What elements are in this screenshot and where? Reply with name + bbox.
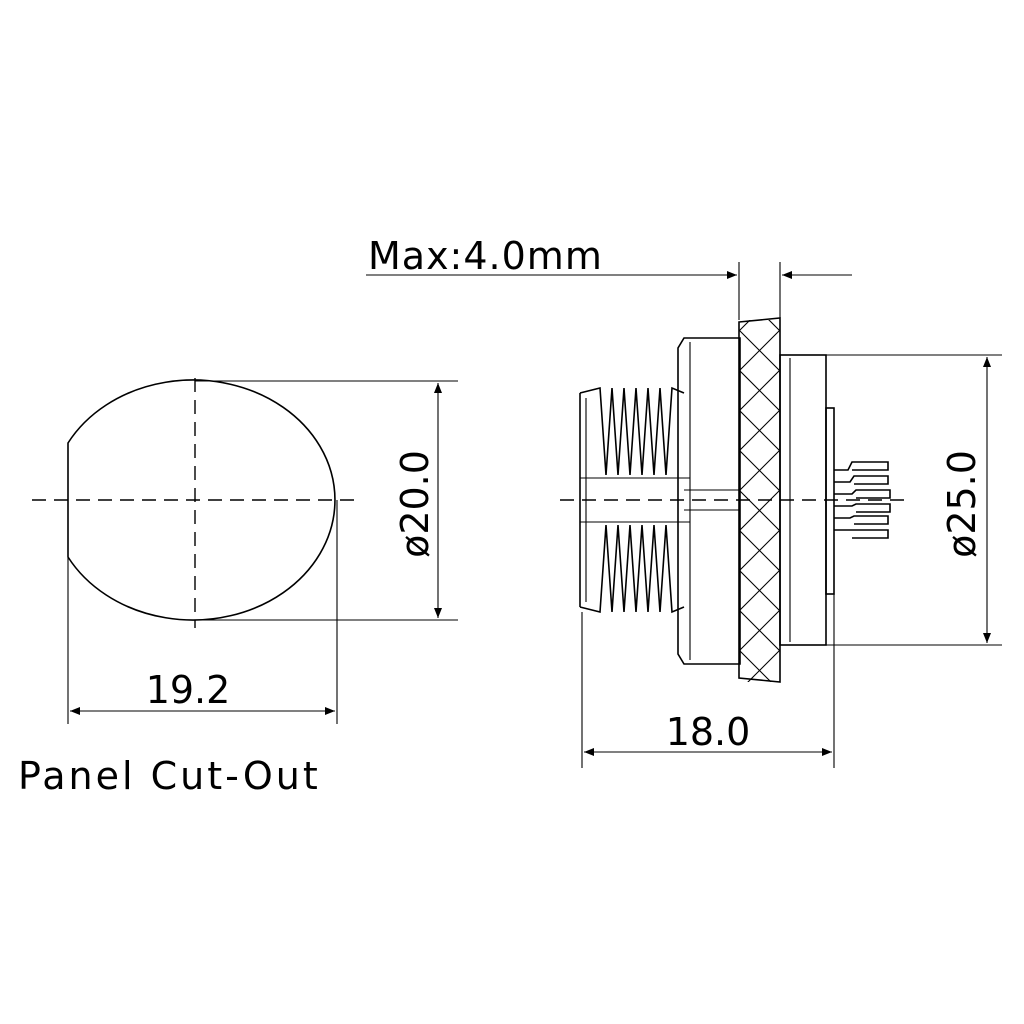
cutout-caption: Panel Cut-Out (18, 754, 321, 798)
connector-length-label: 18.0 (666, 710, 751, 754)
connector-side-view: Max:4.0mm ø25.0 18.0 (366, 234, 1002, 768)
cutout-width-label: 19.2 (146, 668, 231, 712)
threaded-barrel (579, 386, 690, 614)
connector-diameter-label: ø25.0 (940, 450, 984, 558)
rear-body (779, 354, 835, 646)
hex-flange (677, 337, 741, 665)
panel-cutout-view: ø20.0 19.2 Panel Cut-Out (18, 378, 458, 798)
contact-pins (834, 461, 891, 539)
cutout-diameter-label: ø20.0 (393, 450, 437, 558)
cutout-outline (67, 379, 336, 621)
panel-thickness-label: Max:4.0mm (368, 234, 603, 278)
knurled-panel-nut (738, 317, 781, 683)
